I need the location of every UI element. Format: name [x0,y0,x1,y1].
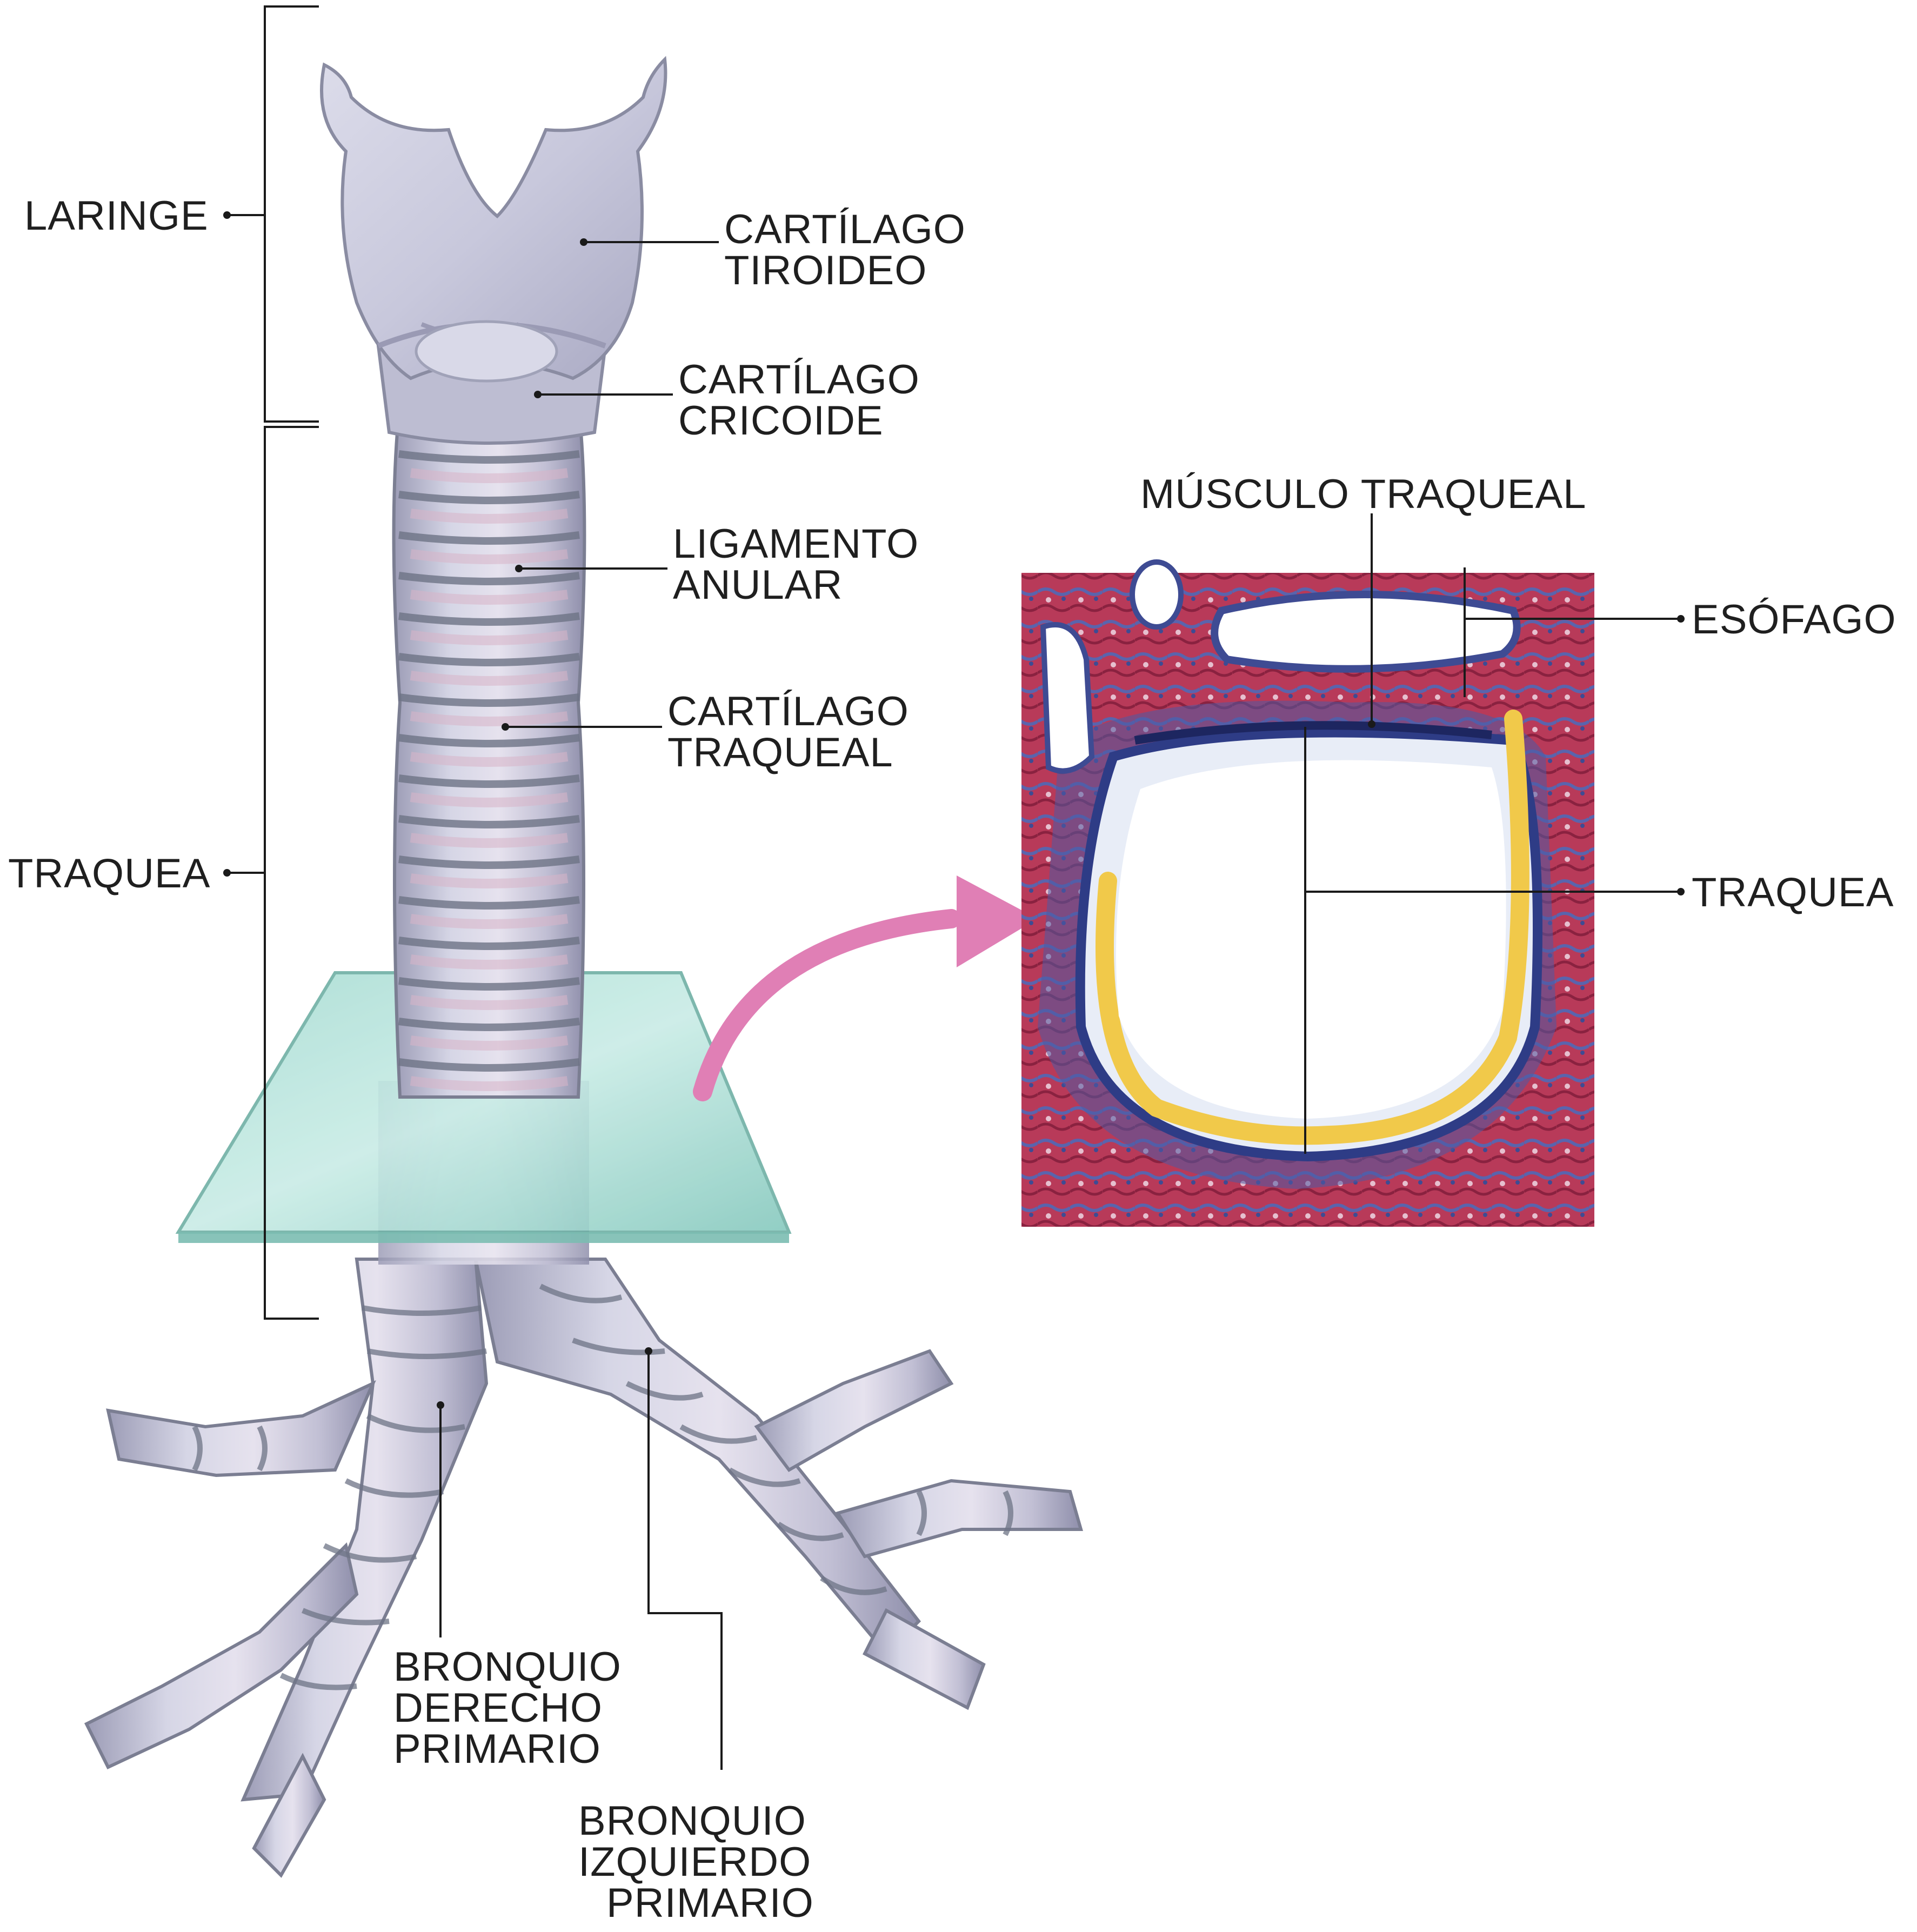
label-esofago: ESÓFAGO [1692,597,1896,643]
label-musculo-traqueal: MÚSCULO TRAQUEAL [1140,471,1586,517]
tracheal-ring-highlight [410,590,569,605]
traquea-bracket [223,426,319,1320]
tracheal-ring-groove [398,977,580,991]
tracheal-ring-groove [398,693,580,707]
tracheal-ring-groove [398,1018,580,1031]
section-arrow [693,909,961,1101]
label-laringe: LARINGE [24,193,209,239]
tracheal-ring-groove [398,774,580,788]
tracheal-ring-highlight [410,1076,569,1091]
tracheal-ring-groove [398,815,580,828]
tracheal-ring-highlight [410,549,569,564]
tracheal-ring-groove [398,896,580,910]
tracheal-ring-groove [398,734,580,747]
trachea-lumen [1116,760,1506,1119]
label-cartilago-traqueal: CARTÍLAGO TRAQUEAL [667,688,921,776]
tracheal-ring-groove [398,612,580,626]
label-cartilago-tiroideo: CARTÍLAGO TIROIDEO [724,206,978,293]
tracheal-ring-groove [398,531,580,545]
tracheal-ring-highlight [410,914,569,929]
tracheal-ring-groove [398,653,580,666]
trachea-illustration [392,431,586,1099]
larynx-illustration [320,56,667,445]
tracheal-ring-groove [398,1058,580,1072]
tracheal-ring-highlight [410,954,569,970]
tracheal-ring-highlight [410,711,569,726]
tracheal-ring-highlight [410,873,569,888]
tracheal-ring-groove [398,937,580,950]
label-bronquio-derecho: BRONQUIO DERECHO PRIMARIO [393,1644,633,1772]
tracheal-ring-groove [398,450,580,464]
tracheal-ring-highlight [410,792,569,807]
bronchial-tree-illustration [84,1258,1083,1878]
esophagus-lumen [1211,591,1521,673]
tracheal-ring-highlight [410,833,569,848]
tracheal-ring-highlight [410,630,569,645]
label-cartilago-cricoide: CARTÍLAGO CRICOIDE [678,357,932,444]
label-traquea-right: TRAQUEA [1692,870,1894,915]
tracheal-ring-highlight [410,671,569,686]
histology-cross-section [1021,559,1594,1227]
label-traquea-left: TRAQUEA [8,851,210,897]
tracheal-ring-groove [398,572,580,585]
tracheal-ring-highlight [410,995,569,1010]
tracheal-ring-highlight [410,752,569,767]
tracheal-ring-highlight [410,468,569,483]
label-bronquio-izquierdo: BRONQUIO IZQUIERDO PRIMARIO [578,1798,823,1926]
tracheal-ring-highlight [410,1035,569,1051]
label-ligamento-anular: LIGAMENTO ANULAR [673,521,931,608]
tracheal-ring-groove [398,855,580,869]
tracheal-ring-highlight [410,509,569,524]
tracheal-ring-groove [398,491,580,504]
laringe-bracket [223,5,319,423]
